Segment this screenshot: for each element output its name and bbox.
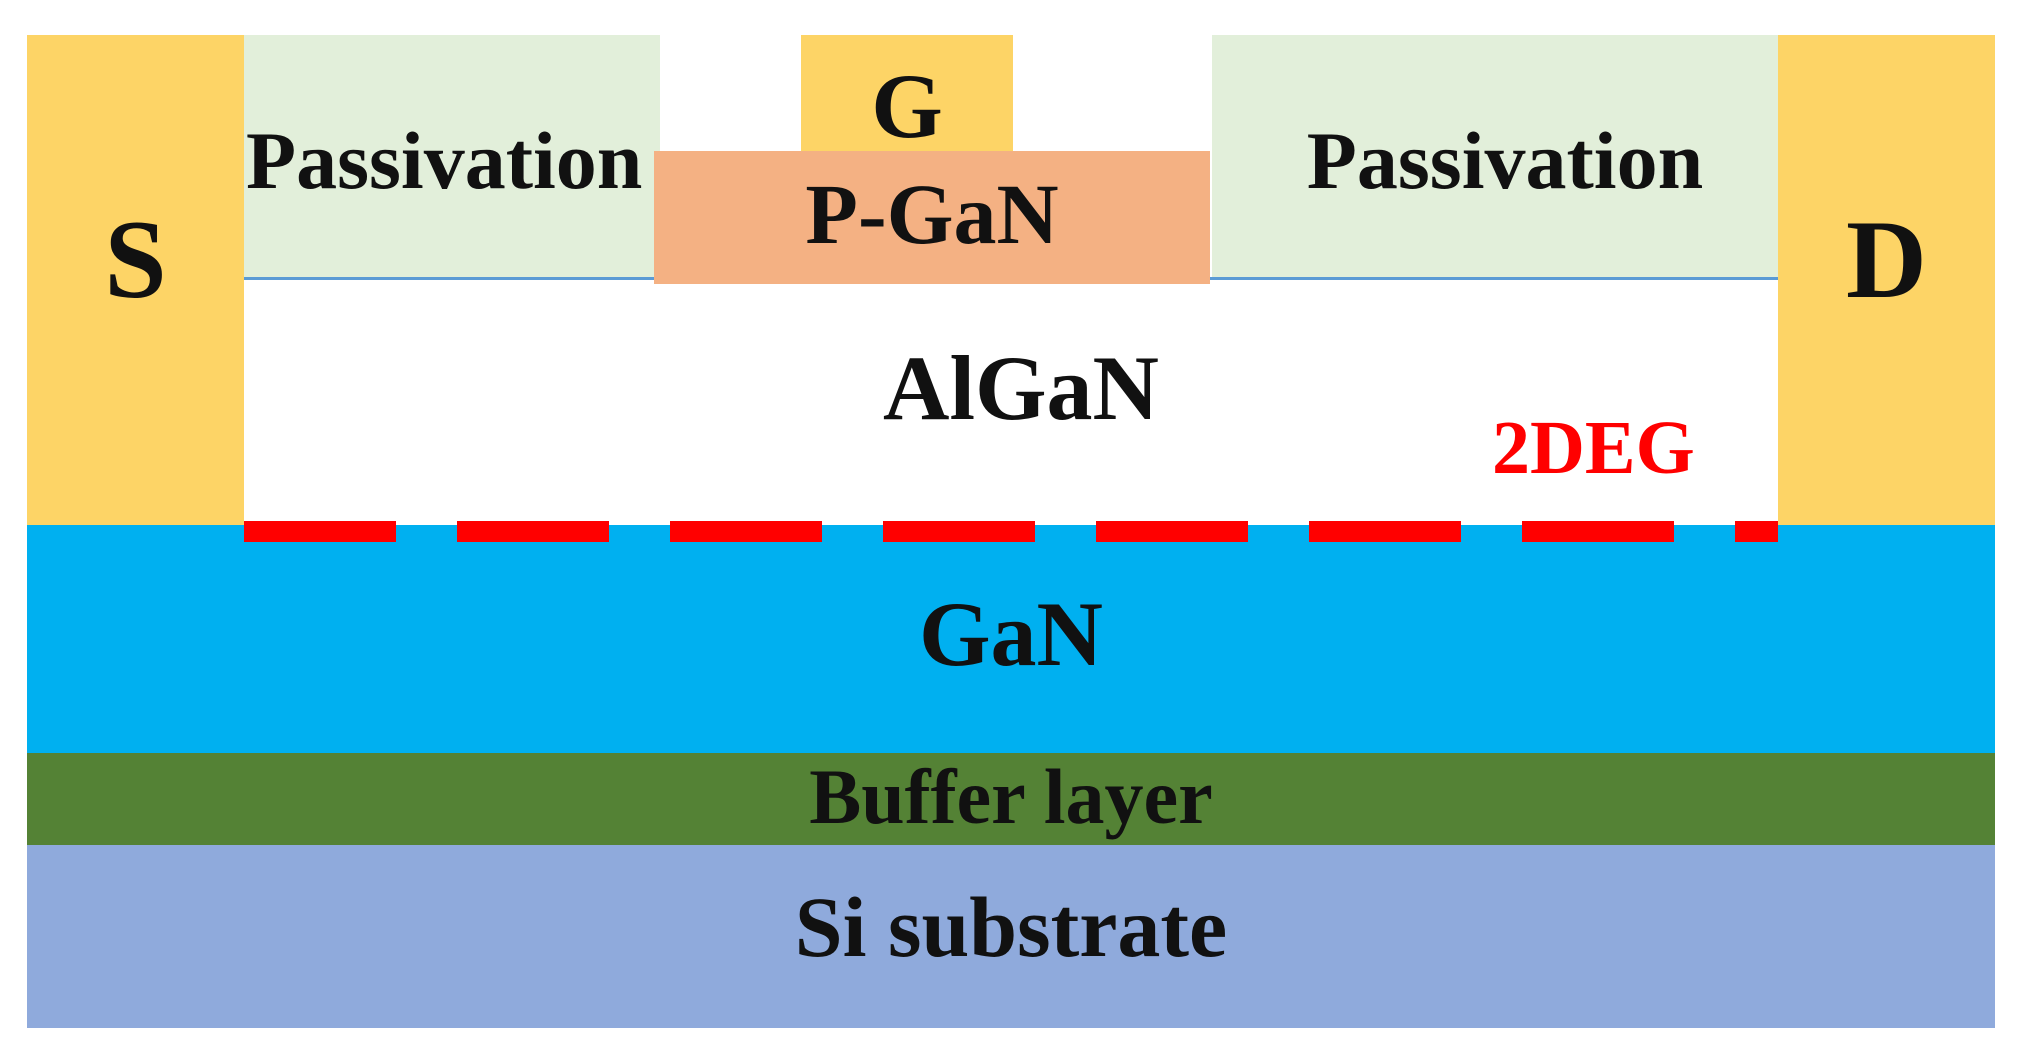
tdeg-segment xyxy=(1735,521,1778,542)
passivation-algan-interface-left xyxy=(244,277,656,280)
drain-contact: D xyxy=(1778,35,1995,525)
pgan-label: P-GaN xyxy=(805,165,1059,262)
tdeg-label: 2DEG xyxy=(1492,406,1695,490)
tdeg-segment xyxy=(670,521,822,542)
substrate-label: Si substrate xyxy=(794,878,1228,975)
passivation-left-label: Passivation xyxy=(246,115,643,206)
tdeg-segment xyxy=(1309,521,1461,542)
passivation-right-label: Passivation xyxy=(1306,115,1704,206)
drain-label: D xyxy=(1846,198,1927,322)
gan-label: GaN xyxy=(919,583,1103,685)
tdeg-segment xyxy=(457,521,609,542)
algan-layer: AlGaN xyxy=(244,280,1778,525)
tdeg-segment xyxy=(1096,521,1248,542)
si-substrate-layer: Si substrate xyxy=(27,845,1995,1028)
passivation-left-layer: Passivation xyxy=(244,35,660,279)
source-label: S xyxy=(104,198,167,322)
gate-label: G xyxy=(871,55,943,157)
passivation-algan-interface-right xyxy=(1208,277,1778,280)
source-contact: S xyxy=(27,35,244,525)
gate-contact: G xyxy=(801,35,1013,153)
buffer-label: Buffer layer xyxy=(809,753,1213,840)
passivation-right-layer: Passivation xyxy=(1212,35,1778,279)
tdeg-segment xyxy=(244,521,396,542)
tdeg-segment xyxy=(883,521,1035,542)
pgan-layer: P-GaN xyxy=(654,151,1210,284)
gan-layer: GaN xyxy=(27,525,1995,753)
tdeg-segment xyxy=(1522,521,1674,542)
buffer-layer: Buffer layer xyxy=(27,753,1995,845)
algan-label: AlGaN xyxy=(883,336,1159,439)
